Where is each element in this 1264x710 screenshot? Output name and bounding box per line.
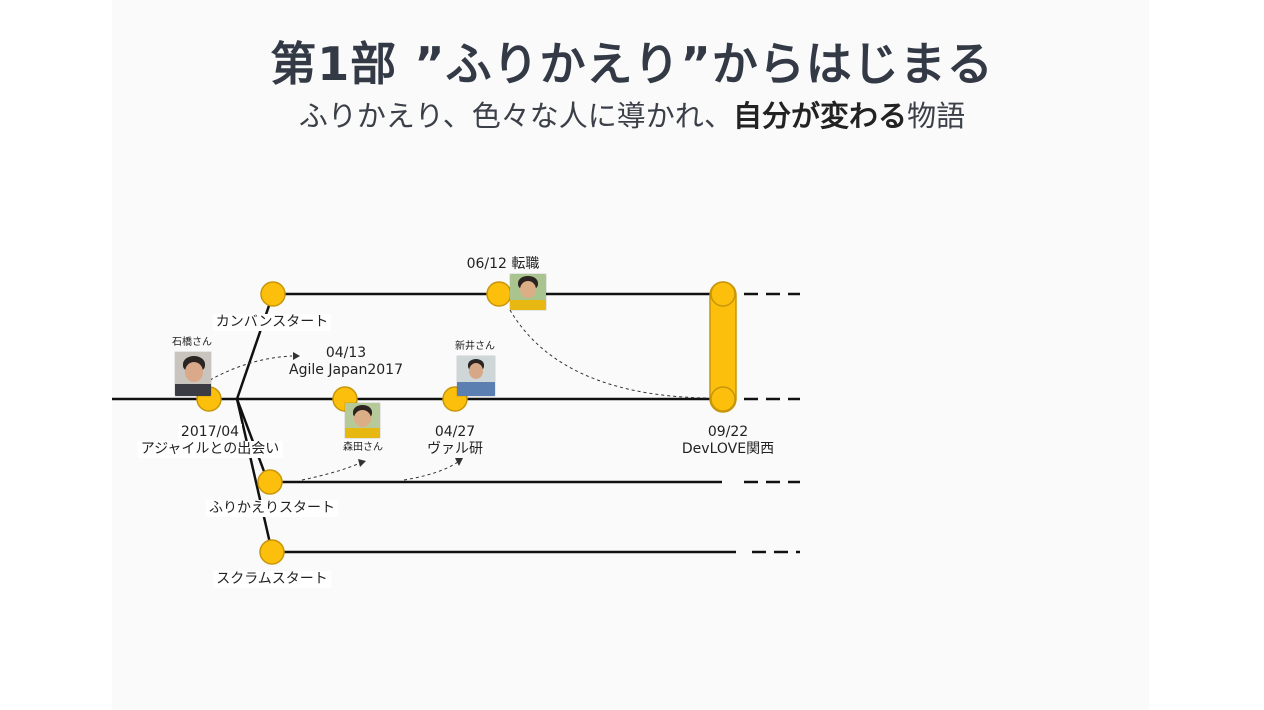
- subtitle-part1: ふりかえり、色々な人に導かれ、: [298, 99, 734, 133]
- node-kanban-start: [260, 281, 286, 307]
- node-devlove-top: [710, 281, 736, 307]
- arrow-job-to-devlove: [509, 309, 707, 399]
- branch-to-scrum: [235, 398, 274, 553]
- label-devlove-name: DevLOVE関西: [681, 441, 775, 457]
- label-retro-start: ふりかえりスタート: [206, 500, 338, 517]
- arrow-morita-to-retro: [301, 462, 361, 481]
- label-varu-date: 04/27: [434, 424, 476, 440]
- subtitle-part2: 物語: [907, 99, 966, 133]
- label-agile-japan-name: Agile Japan2017: [289, 362, 403, 378]
- photo-morita-icon: [345, 403, 380, 438]
- arrow-head-1: [293, 352, 300, 360]
- arrow-head-3: [455, 458, 463, 466]
- label-agile-meet-date: 2017/04: [177, 424, 243, 441]
- branch-to-retro: [235, 398, 270, 483]
- arrow-varu-to-retro: [403, 461, 459, 481]
- label-morita: 森田さん: [343, 442, 383, 453]
- subtitle-bold: 自分が変わる: [733, 99, 908, 133]
- arrow-head-2: [358, 459, 366, 467]
- photo-arai-icon: [457, 356, 495, 396]
- node-devlove: [710, 386, 736, 412]
- label-agile-meet-name: アジャイルとの出会い: [137, 441, 283, 458]
- label-varu-name: ヴァル研: [427, 441, 483, 457]
- label-agile-japan-date: 04/13: [325, 345, 367, 361]
- label-job-change: 06/12 転職: [466, 256, 540, 272]
- page-subtitle: ふりかえり、色々な人に導かれ、自分が変わる物語: [0, 93, 1264, 135]
- arrow-ishibashi-to-agile-japan: [209, 355, 293, 381]
- label-scrum-start: スクラムスタート: [213, 571, 331, 588]
- branch-to-kanban: [235, 293, 275, 400]
- page-title: 第1部 ”ふりかえり”からはじまる: [270, 37, 994, 91]
- photo-ishibashi-icon: [175, 352, 211, 396]
- node-job-change: [486, 281, 512, 307]
- node-scrum-start: [259, 539, 285, 565]
- label-kanban-start: カンバンスタート: [212, 314, 332, 331]
- slide-background: [112, 0, 1149, 710]
- label-ishibashi: 石橋さん: [172, 337, 212, 348]
- label-arai: 新井さん: [455, 341, 495, 352]
- node-retro-start: [257, 469, 283, 495]
- label-devlove-date: 09/22: [707, 424, 749, 440]
- photo-self-icon: [510, 274, 546, 310]
